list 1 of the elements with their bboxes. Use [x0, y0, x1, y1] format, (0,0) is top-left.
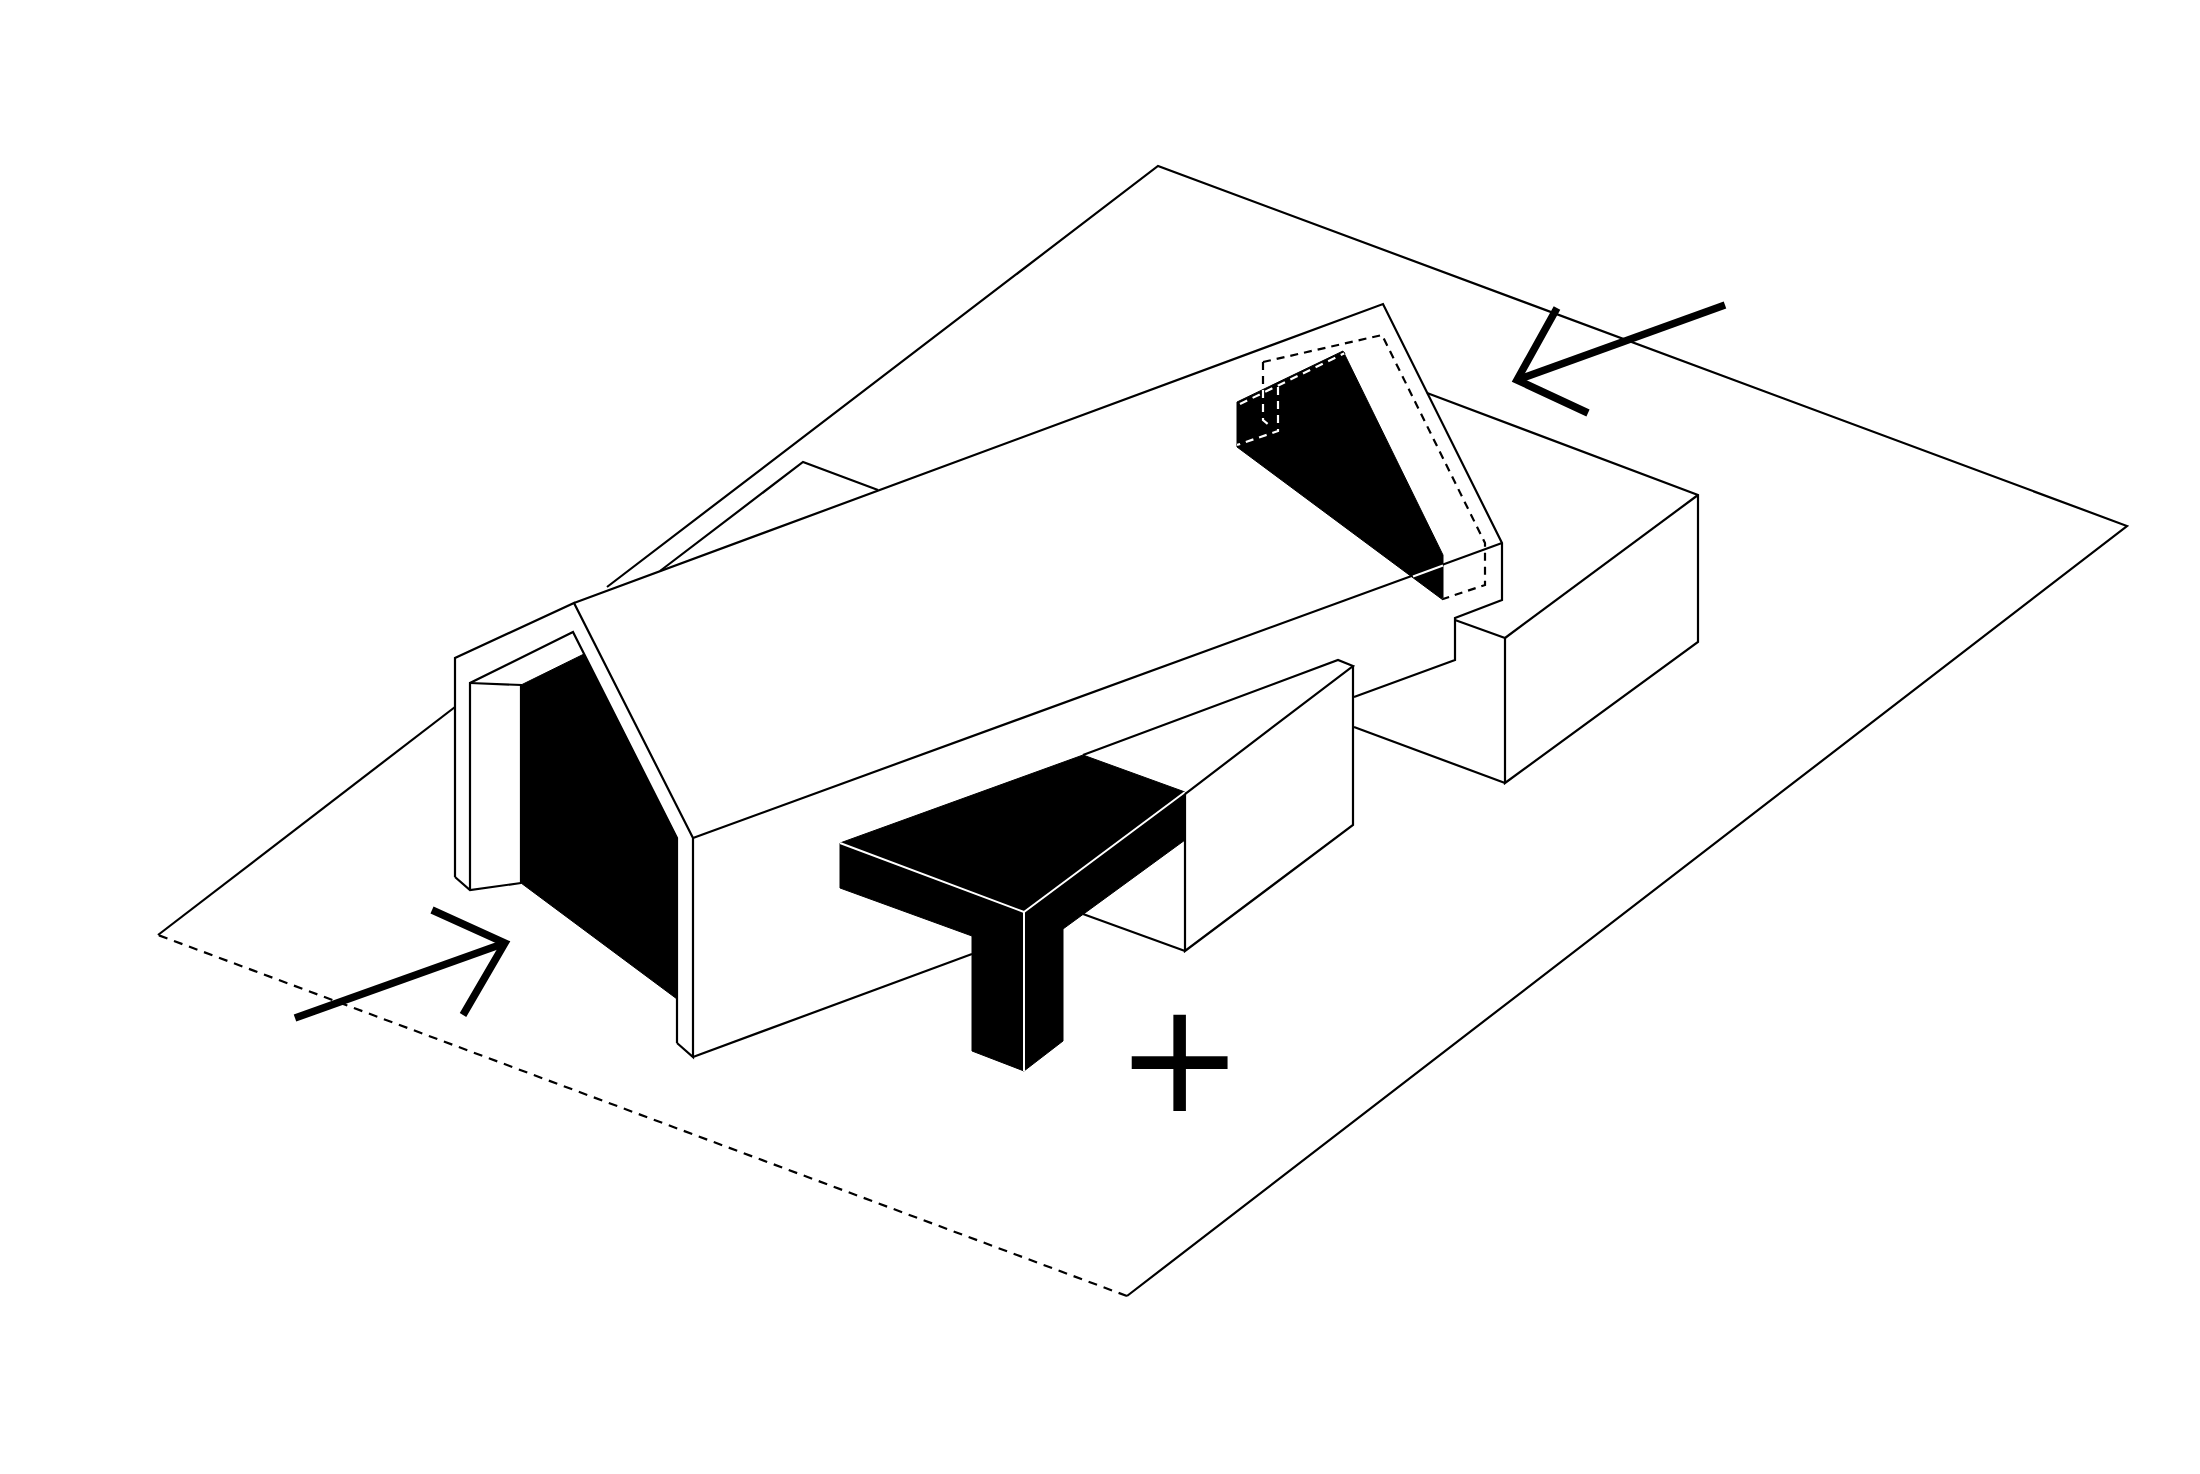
plus-sign: +	[1131, 1013, 1229, 1111]
